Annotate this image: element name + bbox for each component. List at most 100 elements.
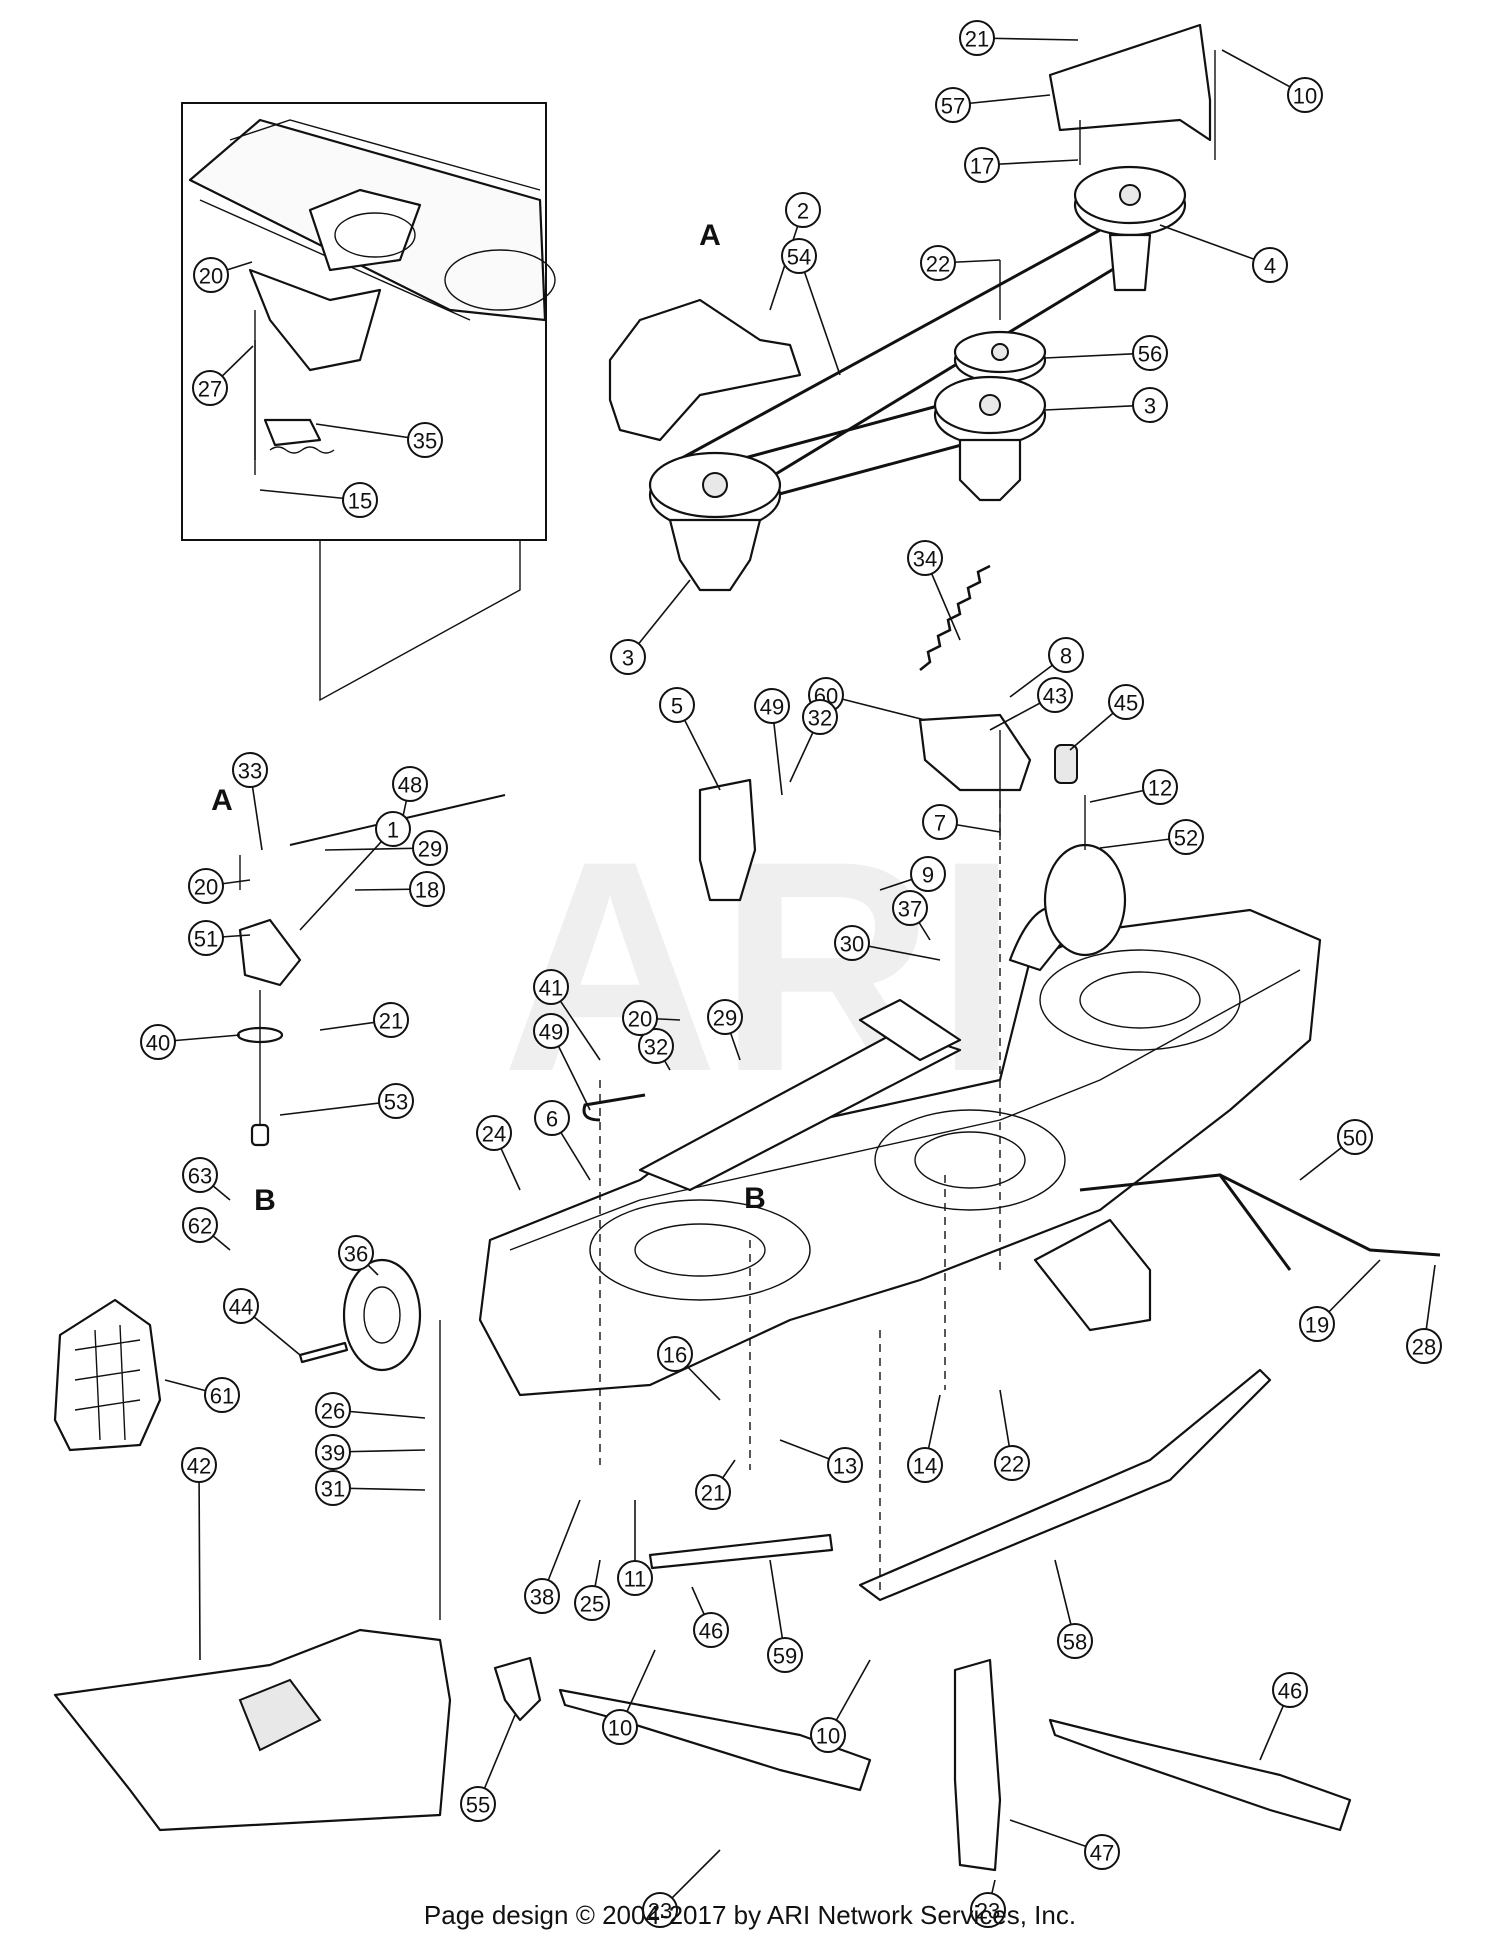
watermark-text: ARI xyxy=(502,798,1019,1134)
callout-number: 3 xyxy=(622,646,634,671)
callout-54: 54 xyxy=(781,238,841,376)
callout-3: 3 xyxy=(610,579,691,675)
callout-45: 45 xyxy=(1069,684,1144,751)
callout-balloon xyxy=(657,1336,693,1372)
baffle-58 xyxy=(858,1368,1272,1602)
callout-21: 21 xyxy=(695,1459,736,1510)
callout-42: 42 xyxy=(181,1447,217,1661)
callout-balloon xyxy=(1337,1119,1373,1155)
callout-balloon xyxy=(695,1474,731,1510)
callout-40: 40 xyxy=(140,1024,241,1060)
blade-47 xyxy=(953,1658,1002,1872)
callout-number: 28 xyxy=(1412,1335,1436,1360)
callout-balloon xyxy=(1084,1834,1120,1870)
front-wheel-36 xyxy=(342,1258,422,1372)
callout-balloon xyxy=(638,1028,674,1064)
baffle-59 xyxy=(648,1533,834,1570)
callout-number: 6 xyxy=(546,1107,558,1132)
marker-a-top: A xyxy=(699,219,721,252)
callout-balloon xyxy=(315,1392,351,1428)
callout-25: 25 xyxy=(574,1559,610,1621)
callout-10: 10 xyxy=(602,1649,656,1745)
rear-link xyxy=(1079,1173,1441,1271)
callout-14: 14 xyxy=(907,1394,943,1483)
callout-balloon xyxy=(375,811,411,847)
callout-balloon xyxy=(1287,77,1323,113)
callout-number: 4 xyxy=(1264,254,1276,279)
callout-balloon xyxy=(617,1560,653,1596)
callout-number: 1 xyxy=(387,818,399,843)
callout-balloon xyxy=(1108,684,1144,720)
callout-number: 17 xyxy=(970,154,994,179)
callout-16: 16 xyxy=(657,1336,721,1401)
callout-balloon xyxy=(412,830,448,866)
callout-leader xyxy=(299,828,394,931)
callout-number: 24 xyxy=(482,1122,506,1147)
callout-balloon xyxy=(407,422,443,458)
callout-balloon xyxy=(959,20,995,56)
callout-balloon xyxy=(754,688,790,724)
callout-34: 34 xyxy=(907,540,961,641)
callout-number: 22 xyxy=(926,252,950,277)
callout-number: 7 xyxy=(934,811,946,836)
bolt-44 xyxy=(298,1341,349,1364)
callout-23: 23 xyxy=(970,1879,1006,1928)
callout-10: 10 xyxy=(810,1659,871,1753)
callout-28: 28 xyxy=(1406,1264,1442,1364)
callout-44: 44 xyxy=(223,1288,301,1356)
callout-balloon xyxy=(922,804,958,840)
callout-32: 32 xyxy=(638,1028,674,1071)
callout-21: 21 xyxy=(319,1002,409,1038)
callout-balloon xyxy=(802,699,838,735)
callout-58: 58 xyxy=(1054,1559,1093,1659)
callout-number: 56 xyxy=(1138,342,1162,367)
callout-number: 12 xyxy=(1148,776,1172,801)
callout-number: 27 xyxy=(198,377,222,402)
callout-balloon xyxy=(188,920,224,956)
callout-38: 38 xyxy=(524,1499,581,1614)
callout-19: 19 xyxy=(1299,1259,1381,1342)
callout-balloon xyxy=(378,1083,414,1119)
blade-46-left xyxy=(558,1688,872,1792)
callout-number: 38 xyxy=(530,1585,554,1610)
callout-balloon xyxy=(907,540,943,576)
callout-number: 23 xyxy=(648,1899,672,1924)
callout-balloon xyxy=(140,1024,176,1060)
callout-balloon xyxy=(181,1447,217,1483)
detail-inset xyxy=(181,102,556,541)
callout-leader xyxy=(1159,224,1271,266)
callout-63: 63 xyxy=(182,1157,231,1201)
callout-number: 19 xyxy=(1305,1313,1329,1338)
callout-37: 37 xyxy=(892,890,931,941)
rod-49 xyxy=(582,1093,646,1122)
callout-number: 59 xyxy=(773,1644,797,1669)
callout-balloon xyxy=(460,1786,496,1822)
callout-number: 57 xyxy=(941,94,965,119)
callout-balloon xyxy=(204,1377,240,1413)
callout-39: 39 xyxy=(315,1434,426,1470)
callout-17: 17 xyxy=(964,147,1079,183)
callout-number: 25 xyxy=(580,1592,604,1617)
hardware-lines xyxy=(239,260,1086,1620)
callout-32: 32 xyxy=(789,699,838,783)
callout-number: 29 xyxy=(418,837,442,862)
callout-leader xyxy=(798,255,841,376)
callout-leader xyxy=(279,1100,397,1116)
callout-balloon xyxy=(192,370,228,406)
callout-number: 11 xyxy=(624,1567,647,1592)
callout-balloon xyxy=(707,999,743,1035)
callout-49: 49 xyxy=(754,688,790,796)
callout-number: 18 xyxy=(415,878,439,903)
callout-balloon xyxy=(315,1434,351,1470)
callout-number: 23 xyxy=(976,1899,1000,1924)
callout-balloon xyxy=(907,1447,943,1483)
callout-number: 32 xyxy=(808,706,832,731)
callout-balloon xyxy=(232,752,268,788)
callout-number: 41 xyxy=(539,976,563,1001)
callout-number: 62 xyxy=(188,1214,212,1239)
callout-61: 61 xyxy=(164,1377,240,1413)
spacer-53 xyxy=(250,1123,270,1147)
callout-balloon xyxy=(785,192,821,228)
callout-number: 5 xyxy=(671,694,683,719)
callout-balloon xyxy=(193,257,229,293)
